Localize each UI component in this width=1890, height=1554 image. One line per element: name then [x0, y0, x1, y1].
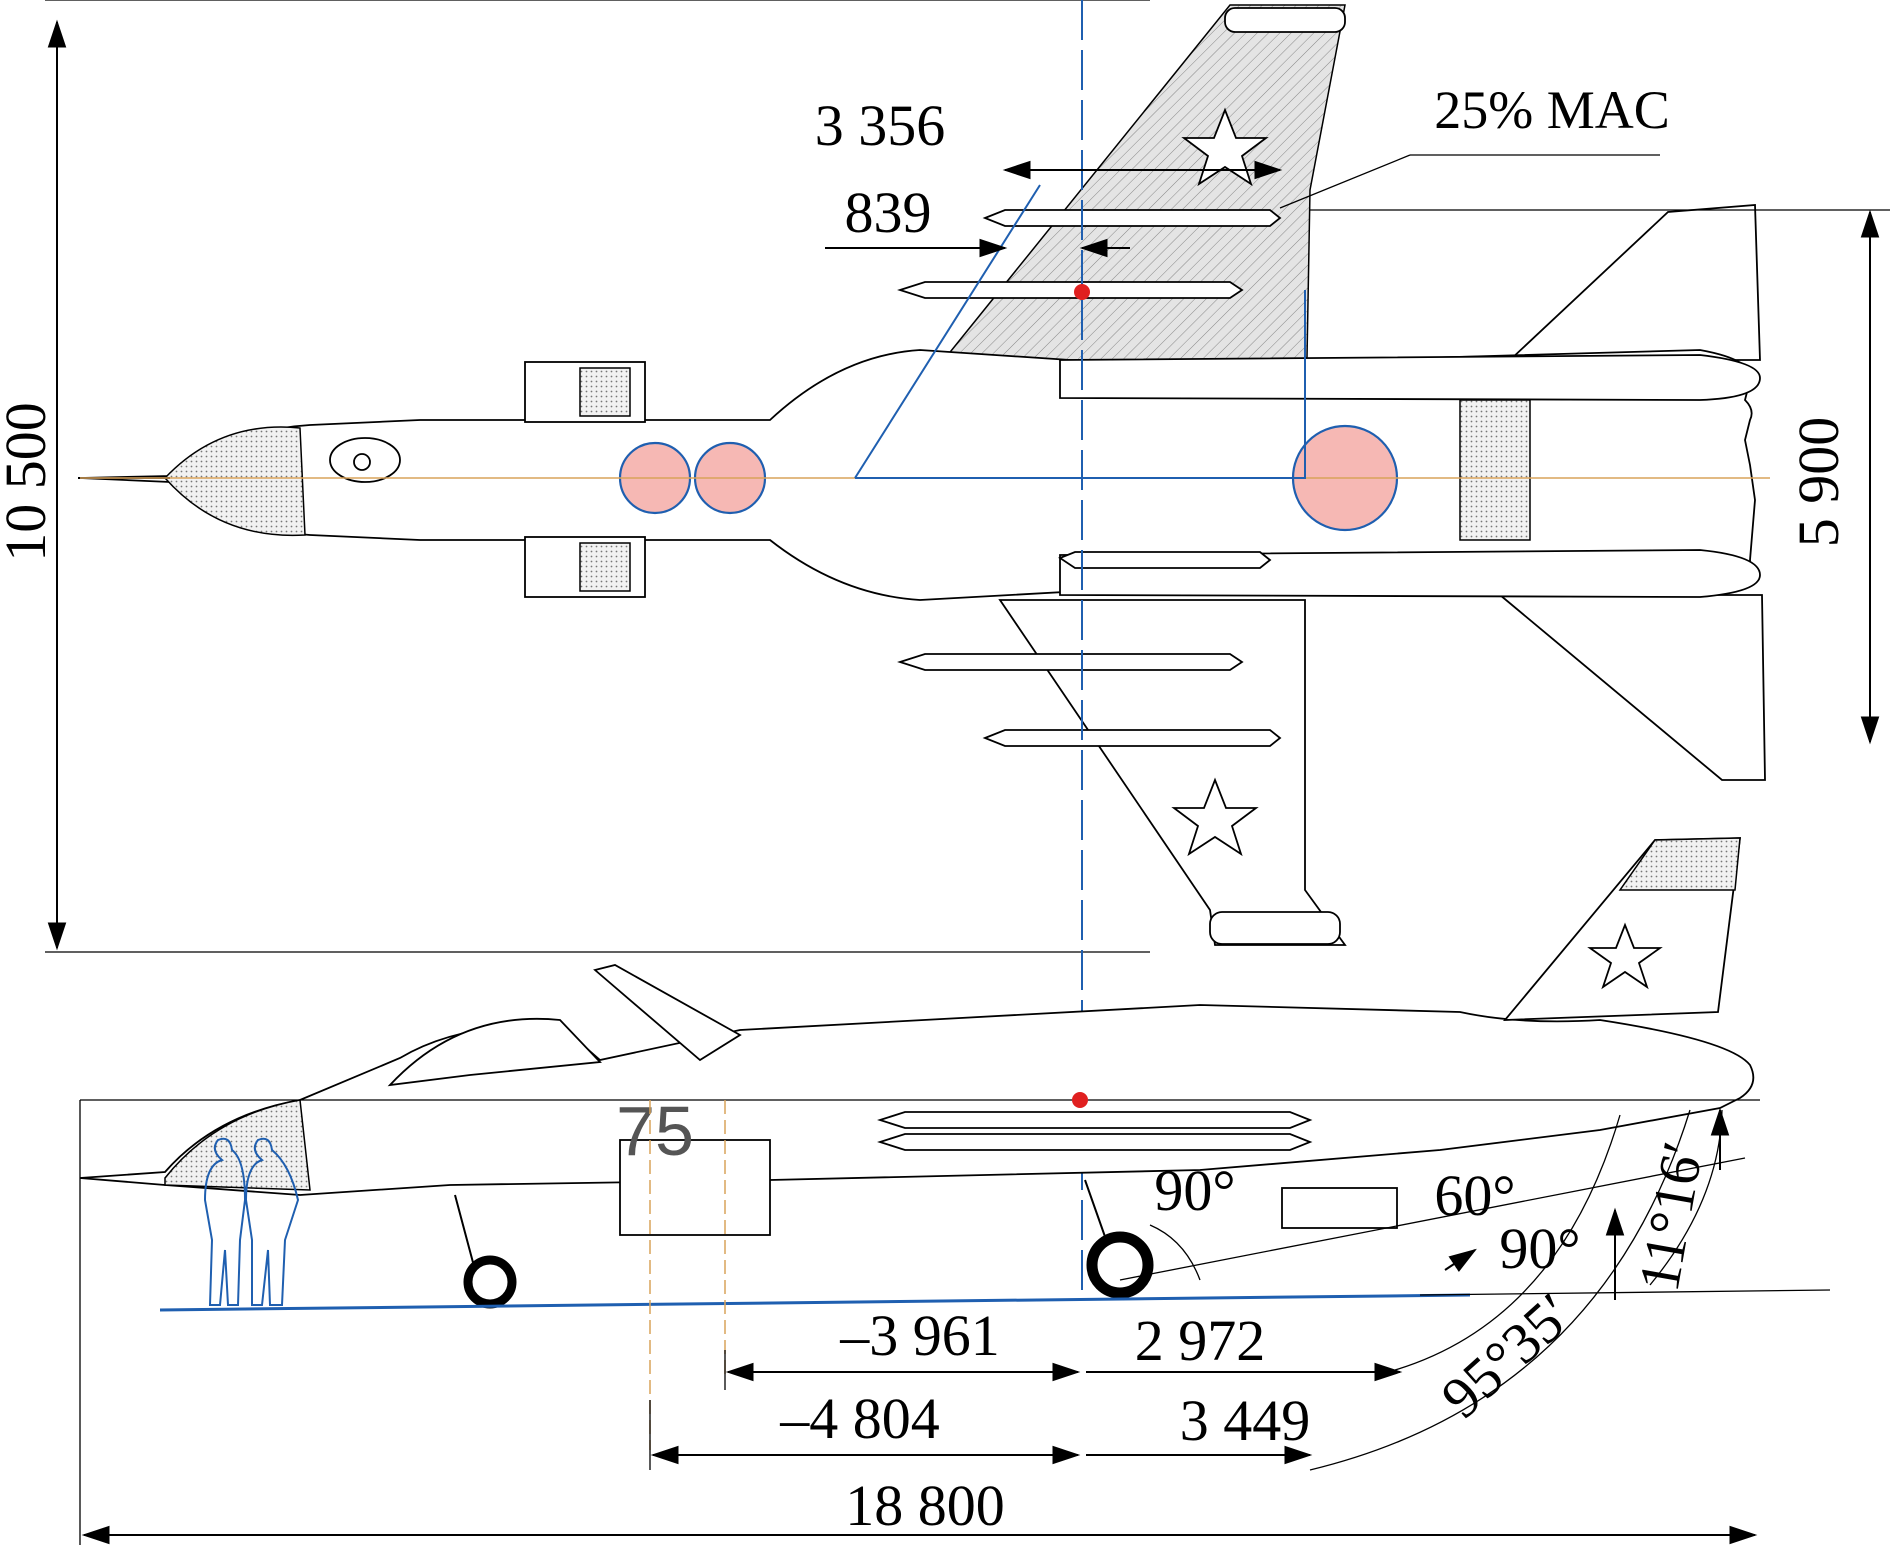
- nose-gear-strut: [454, 1194, 476, 1271]
- missile: [897, 653, 1244, 671]
- nose-cone: [163, 426, 306, 537]
- missile: [1058, 551, 1272, 569]
- upper-wingtip-pod: [1224, 7, 1346, 33]
- fin-star-icon: [1587, 922, 1663, 990]
- side-nose-cone: [164, 1099, 311, 1191]
- tail-span-label: 5 900: [1786, 417, 1851, 548]
- side-view: 75 90° 60° 90° 11°16′ 95°35′: [79, 837, 1831, 1545]
- side-missile: [877, 1133, 1313, 1151]
- mac-length-label: 3 356: [815, 93, 946, 158]
- cg-marker-top: [1074, 284, 1090, 300]
- lower-intake-grille: [579, 542, 631, 592]
- missile: [897, 281, 1244, 299]
- lower-stabilizer: [1497, 594, 1766, 781]
- mac-construction: [854, 184, 1306, 479]
- angle-arc-95: [1309, 1109, 1691, 1471]
- side-canopy: [387, 1017, 602, 1087]
- rear-canopy-open: [593, 964, 742, 1062]
- ground-line: [159, 1293, 1471, 1312]
- nose-front-label: –3 961: [839, 1303, 1000, 1368]
- angle-60-label: 60°: [1434, 1163, 1515, 1228]
- cg-marker-side: [1072, 1092, 1088, 1108]
- upper-nacelle: [1059, 354, 1761, 401]
- lift-engine-bay: [1281, 1187, 1398, 1229]
- cg-offset-label: 839: [845, 180, 932, 245]
- mac-label: 25% MAC: [1434, 80, 1670, 140]
- nozzle-area: [1459, 399, 1531, 541]
- wing-span-label: 10 500: [0, 402, 58, 562]
- length-label: 18 800: [845, 1473, 1005, 1538]
- upper-intake-grille: [579, 367, 631, 417]
- wing-star-lower-icon: [1171, 777, 1259, 857]
- top-view: 10 500 5 900 3 356 839 25% MAC: [0, 0, 1890, 1300]
- lower-wingtip-pod: [1209, 911, 1341, 945]
- angle-90-upper-label: 90°: [1154, 1158, 1235, 1223]
- person-figure: [244, 1137, 300, 1306]
- nose-wheel: [463, 1255, 517, 1309]
- fin-tip: [1618, 837, 1741, 891]
- angle-95-label: 95°35′: [1429, 1281, 1585, 1431]
- side-missile: [877, 1111, 1313, 1129]
- angle-11-label: 11°16′: [1626, 1137, 1716, 1296]
- upper-stabilizer: [1507, 204, 1761, 361]
- pilot-head: [353, 453, 371, 471]
- angle-arc-90: [1149, 1224, 1201, 1281]
- angle-90-lower-label: 90°: [1499, 1216, 1580, 1281]
- main-wheel: [1086, 1231, 1154, 1299]
- person-figure: [203, 1137, 247, 1306]
- angle-arc-60: [1394, 1114, 1621, 1371]
- main-front-label: 2 972: [1135, 1308, 1266, 1373]
- missile: [982, 209, 1282, 227]
- fuselage-top: [79, 349, 1756, 601]
- tip-back-line: [1119, 1157, 1746, 1281]
- missile: [982, 729, 1282, 747]
- intake-duct: [619, 1139, 771, 1236]
- nose-rear-label: –4 804: [779, 1386, 940, 1451]
- missiles-top: [897, 209, 1282, 747]
- lower-wing: [998, 599, 1347, 946]
- main-rear-label: 3 449: [1180, 1388, 1311, 1453]
- ground-extension: [1419, 1289, 1831, 1296]
- side-number: 75: [616, 1092, 694, 1170]
- angle-arrow: [1444, 1248, 1477, 1273]
- mac-leader: [1279, 154, 1411, 209]
